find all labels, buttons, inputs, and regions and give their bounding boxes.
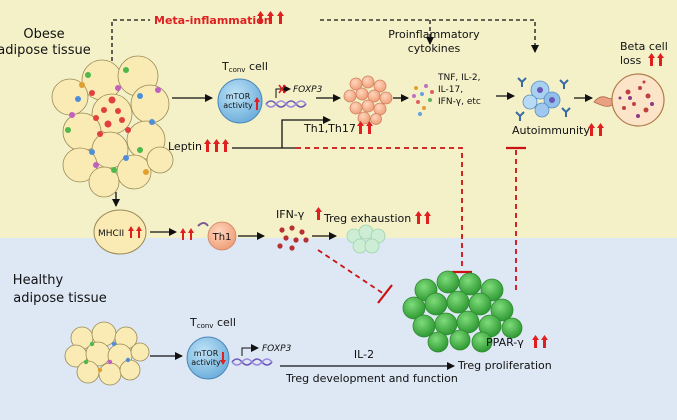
beta-loss-up-arrows <box>648 53 664 66</box>
autoimmunity-up-arrows <box>588 123 604 136</box>
obese-mtor-line1: mTOR <box>226 92 251 101</box>
autoimmunity-cluster <box>515 77 571 121</box>
meta-inflammation-label: Meta-inflammation <box>154 14 272 27</box>
obese-mtor-line2: activity <box>223 101 253 110</box>
ppar-label: PPAR-γ <box>486 336 524 349</box>
healthy-mtor-line2: activity <box>191 358 221 367</box>
healthy-title-line1: Healthy <box>13 273 64 288</box>
healthy-tconv-cell <box>186 336 230 380</box>
beta-cell-line2: loss <box>620 54 642 67</box>
treg-exhaustion-up-arrows <box>415 211 431 224</box>
th1-label: Th1 <box>212 232 232 243</box>
cytokine-list-line3: IFN-γ, etc <box>438 97 481 107</box>
mhcii-up-arrows <box>128 226 142 238</box>
tconv-T: T <box>221 60 229 73</box>
mtor-down-arrow <box>220 352 226 365</box>
meta-inflammation-route-right <box>320 19 539 53</box>
mhcii-label: MHCII <box>98 229 124 239</box>
mtor-up-arrow <box>254 97 260 110</box>
leptin-inhibition-dashed <box>296 147 463 270</box>
cytokine-dots <box>412 84 434 116</box>
healthy-tconv-sub: conv <box>197 322 214 330</box>
il2-label: IL-2 <box>354 348 374 361</box>
treg-proliferation-label: Treg proliferation <box>457 359 552 372</box>
treg-development-label: Treg development and function <box>285 372 458 385</box>
treg-cluster <box>402 270 523 353</box>
healthy-tconv-cell: cell <box>213 316 235 329</box>
meta-inflammation-up-arrows <box>257 11 284 24</box>
tconv-cell: cell <box>245 60 267 73</box>
islet-dots <box>618 80 654 118</box>
beta-islet-icon <box>611 73 665 127</box>
immune-cell-dots <box>65 67 161 175</box>
healthy-foxp3-label: FOXP3 <box>262 344 292 354</box>
mhcii-adipocyte <box>93 209 147 255</box>
obese-foxp3-label: FOXP3 <box>293 85 323 95</box>
leptin-label: Leptin <box>168 140 202 153</box>
beta-cell-line1: Beta cell <box>620 40 668 53</box>
healthy-title-line2: adipose tissue <box>13 291 106 306</box>
cytokine-list-line1: TNF, IL-2, <box>437 73 480 83</box>
obese-tconv-cell <box>217 78 263 124</box>
healthy-mtor-line1: mTOR <box>194 349 219 358</box>
healthy-tconv-T: T <box>189 316 197 329</box>
effector-t-cell-cluster <box>343 75 393 125</box>
ifng-inhibition-dashed <box>317 249 385 295</box>
mhcii-to-th1-up-arrows <box>180 228 194 240</box>
cytokine-list-line2: IL-17, <box>438 85 463 95</box>
healthy-adipose-cluster <box>64 321 150 386</box>
th1-th17-up-arrows <box>357 121 373 134</box>
obese-tconv-label: Tconv cell <box>221 60 268 74</box>
obese-adipose-cluster <box>51 55 174 198</box>
healthy-immune-dots <box>83 341 131 373</box>
ifng-inhibition-bar <box>377 284 393 304</box>
healthy-foxp3-arrow <box>241 344 259 356</box>
ifng-label: IFN-γ <box>276 208 305 221</box>
foxp3-promoter-arrow <box>275 85 291 98</box>
ppar-up-arrows <box>532 335 548 348</box>
treg-exhaustion-label: Treg exhaustion <box>323 212 411 225</box>
foxp3-blocked-x <box>278 84 286 94</box>
proinflam-line2: cytokines <box>408 42 461 55</box>
exhausted-treg-cluster <box>346 224 386 254</box>
healthy-tconv-label: Tconv cell <box>189 316 236 330</box>
obese-title-line1: Obese <box>23 27 64 42</box>
healthy-dna-strand <box>231 358 273 366</box>
obese-title-line2: adipose tissue <box>0 43 91 58</box>
leptin-up-arrows <box>204 139 229 152</box>
proinflam-line1: Proinflammatory <box>388 28 480 41</box>
leptin-to-th-arrow <box>281 116 331 148</box>
obese-dna-strand <box>265 100 307 108</box>
autoimmunity-label: Autoimmunity <box>512 124 590 137</box>
th1-cell <box>207 221 237 251</box>
meta-inflammation-route-left <box>111 19 150 75</box>
receptor-hook <box>197 222 209 227</box>
th1-th17-label: Th1,Th17 <box>303 122 356 135</box>
tconv-sub: conv <box>229 66 246 74</box>
ifng-dots <box>277 225 309 251</box>
ifng-up-arrow <box>315 207 322 220</box>
